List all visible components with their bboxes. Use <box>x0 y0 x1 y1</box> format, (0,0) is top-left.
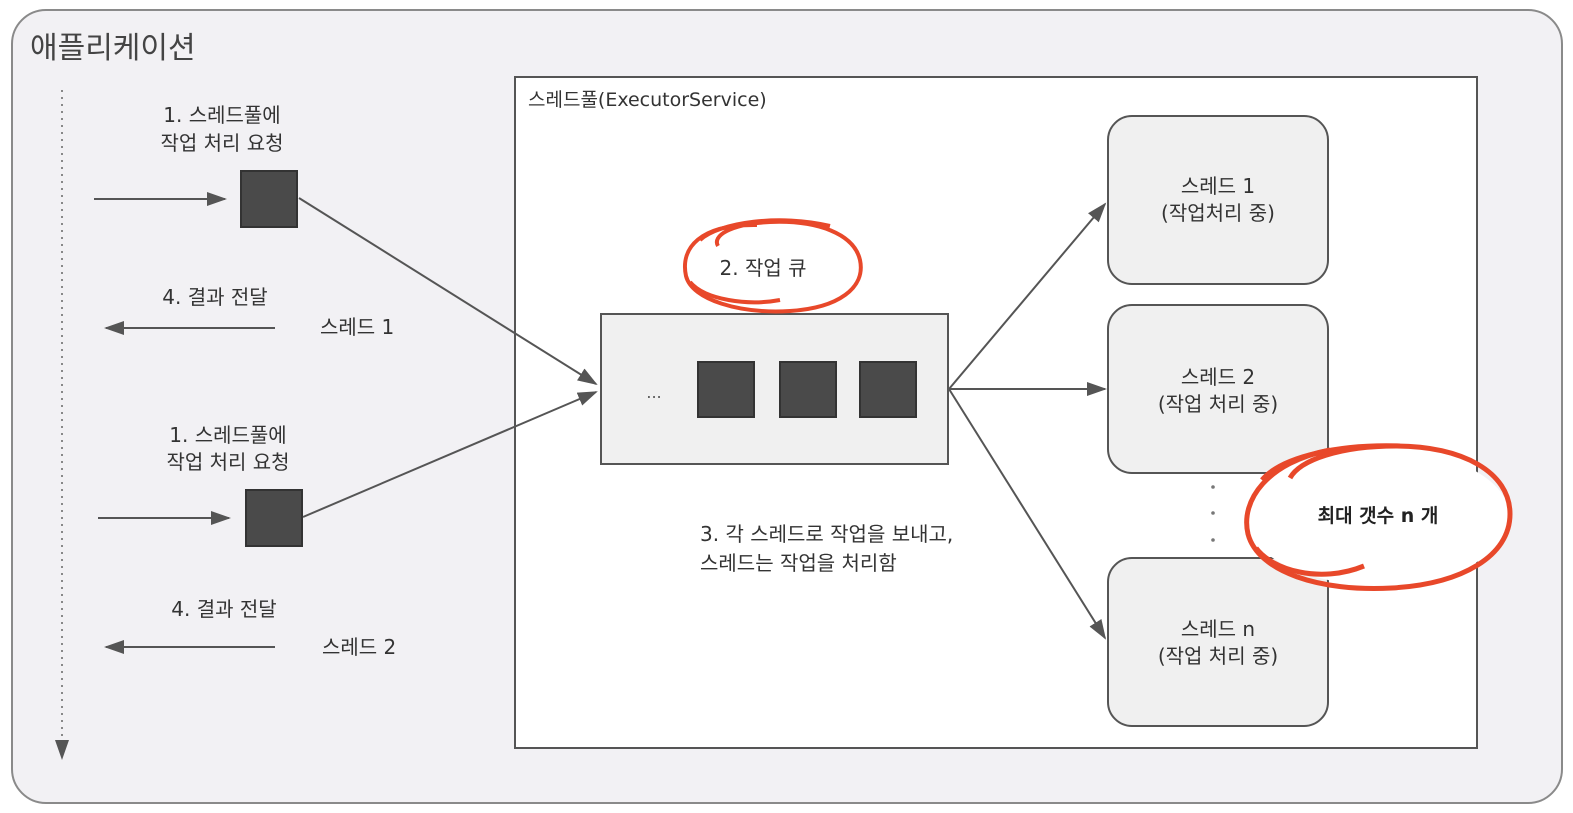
result-1-thread: 스레드 1 <box>320 315 394 339</box>
submit-arrow-2 <box>302 391 598 518</box>
thread-pool-title: 스레드풀(ExecutorService) <box>528 89 767 111</box>
thread-box-2 <box>1107 304 1329 474</box>
thread-2-name: 스레드 2 <box>1181 365 1255 389</box>
queue-task-2 <box>779 361 837 418</box>
task-block-request-1 <box>240 170 298 228</box>
queue-label-circle <box>683 218 863 314</box>
application-title: 애플리케이션 <box>30 31 196 66</box>
thread-2-status: (작업 처리 중) <box>1158 392 1278 416</box>
dispatch-arrow-1 <box>948 202 1107 390</box>
submit-arrow-1 <box>298 197 598 386</box>
task-block-request-2 <box>245 489 303 547</box>
queue-task-1 <box>697 361 755 418</box>
queue-task-3 <box>859 361 917 418</box>
thread-n-name: 스레드 n <box>1181 617 1255 641</box>
thread-1-status: (작업처리 중) <box>1161 201 1275 225</box>
thread-ellipsis-dots <box>1211 485 1215 542</box>
queue-label: 2. 작업 큐 <box>720 256 807 280</box>
timeline-arrow-icon <box>55 740 69 760</box>
max-count-label: 최대 갯수 n 개 <box>1318 505 1439 527</box>
thread-box-n <box>1107 557 1329 727</box>
dispatch-note-line1: 3. 각 스레드로 작업을 보내고, <box>700 522 953 546</box>
thread-1-name: 스레드 1 <box>1181 174 1255 198</box>
thread-n-status: (작업 처리 중) <box>1158 644 1278 668</box>
request-1-label-line1: 1. 스레드풀에 <box>163 103 280 127</box>
dispatch-arrow-n <box>948 388 1107 640</box>
dispatch-note-line2: 스레드는 작업을 처리함 <box>700 551 897 575</box>
result-2-thread: 스레드 2 <box>322 635 396 659</box>
queue-ellipsis: ... <box>646 383 661 402</box>
max-count-circle <box>1244 443 1513 591</box>
request-2-label-line1: 1. 스레드풀에 <box>169 423 286 447</box>
thread-box-1 <box>1107 115 1329 285</box>
request-2-label-line2: 작업 처리 요청 <box>166 450 289 474</box>
result-2-label: 4. 결과 전달 <box>171 597 276 621</box>
request-1-label-line2: 작업 처리 요청 <box>160 131 283 155</box>
max-count-backdrop <box>1246 449 1510 585</box>
result-1-label: 4. 결과 전달 <box>162 285 267 309</box>
